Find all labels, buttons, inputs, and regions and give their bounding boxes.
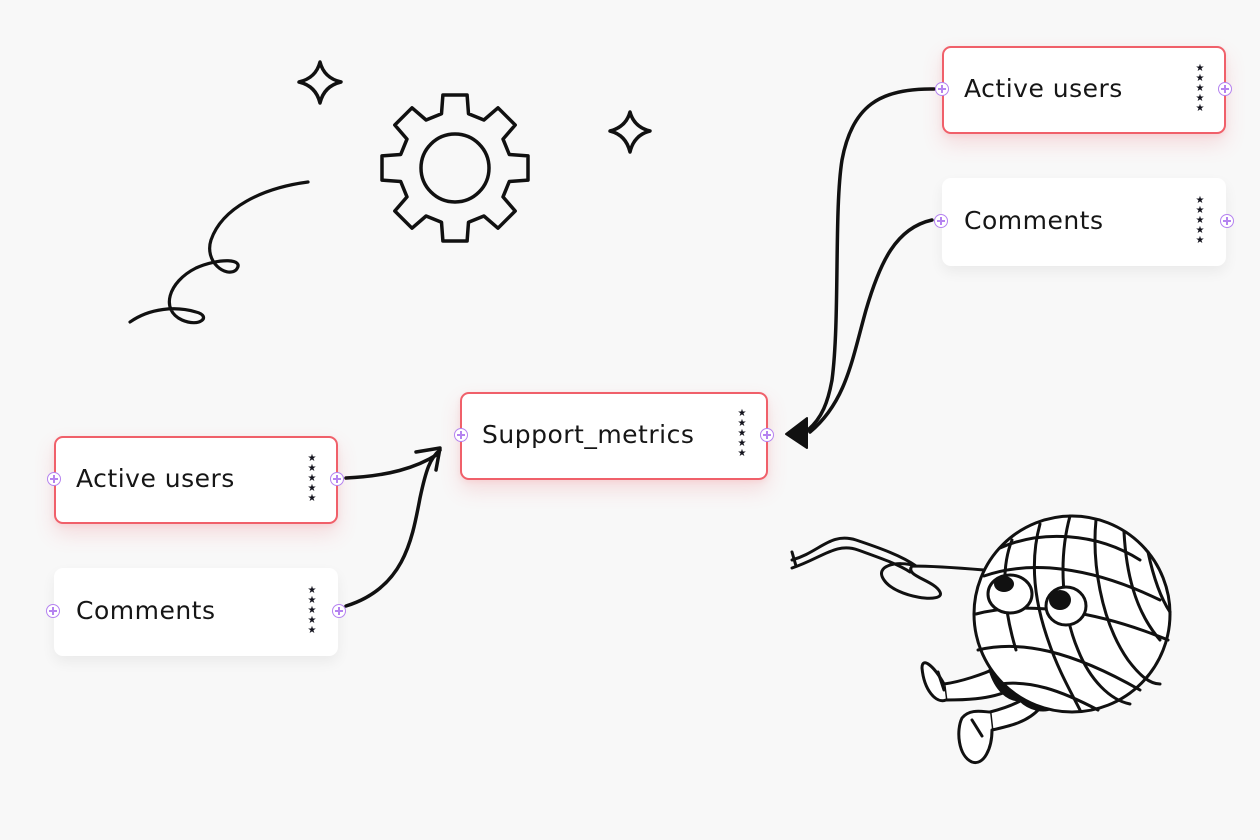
squiggle-doodle: [128, 180, 310, 325]
port-out-support-metrics[interactable]: [760, 428, 774, 442]
drag-handle-icon[interactable]: ★★★★★: [1195, 63, 1205, 114]
node-label: Active users: [76, 464, 235, 493]
port-in-left-active-users[interactable]: [47, 472, 61, 486]
edge-comments-to-support-metrics: [344, 448, 442, 608]
port-out-right-comments[interactable]: [1220, 214, 1234, 228]
node-right-comments[interactable]: Comments ★★★★★: [942, 178, 1226, 266]
gear-icon: [380, 93, 530, 243]
drag-handle-icon[interactable]: ★★★★★: [307, 453, 317, 504]
node-label: Comments: [76, 596, 216, 625]
drag-handle-icon[interactable]: ★★★★★: [737, 408, 747, 459]
arrowhead-icon: [785, 417, 808, 449]
sparkle-icon: [297, 60, 343, 105]
node-label: Active users: [964, 74, 1123, 103]
yarn-ball-character: [790, 514, 1172, 765]
port-in-right-active-users[interactable]: [935, 82, 949, 96]
port-out-left-active-users[interactable]: [330, 472, 344, 486]
node-label: Comments: [964, 206, 1104, 235]
node-right-active-users[interactable]: Active users ★★★★★: [942, 46, 1226, 134]
drag-handle-icon[interactable]: ★★★★★: [307, 585, 317, 636]
arrowhead-icon: [414, 446, 442, 472]
node-label: Support_metrics: [482, 420, 695, 449]
port-in-right-comments[interactable]: [934, 214, 948, 228]
node-left-comments[interactable]: Comments ★★★★★: [54, 568, 338, 656]
port-in-support-metrics[interactable]: [454, 428, 468, 442]
node-left-active-users[interactable]: Active users ★★★★★: [54, 436, 338, 524]
sparkle-icon: [608, 110, 652, 154]
node-support-metrics[interactable]: Support_metrics ★★★★★: [460, 392, 768, 480]
drag-handle-icon[interactable]: ★★★★★: [1195, 195, 1205, 246]
port-out-left-comments[interactable]: [332, 604, 346, 618]
port-in-left-comments[interactable]: [46, 604, 60, 618]
edge-right-active-users-to-support-metrics: [806, 87, 936, 432]
port-out-right-active-users[interactable]: [1218, 82, 1232, 96]
edge-right-comments-to-support-metrics: [808, 218, 934, 434]
